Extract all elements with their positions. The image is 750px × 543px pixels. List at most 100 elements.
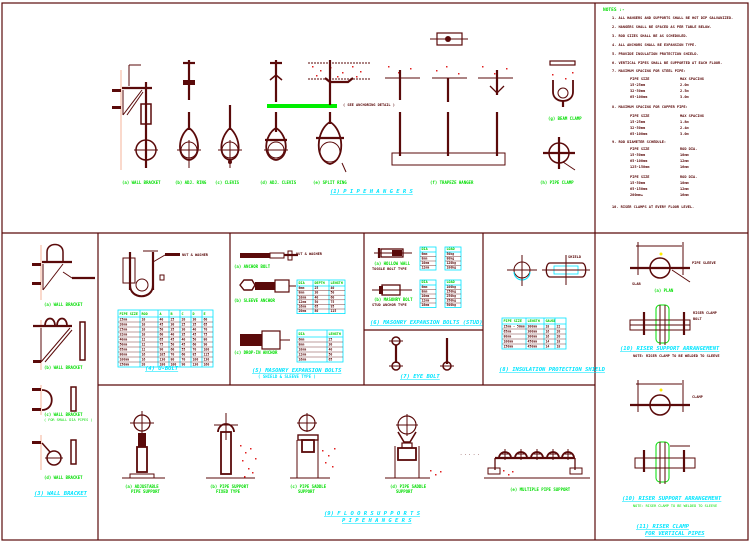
- svg-text:65-100mm: 65-100mm: [630, 159, 648, 163]
- hanger-trapeze: [385, 32, 513, 166]
- table-cell: 12: [142, 348, 146, 352]
- table-header-cell: D: [193, 312, 195, 316]
- svg-text:65-150mm: 65-150mm: [630, 187, 648, 191]
- table-cell: 32mm: [120, 333, 128, 337]
- eye-bolt-section: (7) EYE BOLT: [389, 336, 454, 380]
- rod-table: PIPE SIZE ROD DIA. 15-50mm 10mm 65-150mm…: [630, 175, 697, 197]
- table-cell: 25: [171, 318, 175, 322]
- table-cell: 60: [204, 318, 208, 322]
- riser-section: PIPE SLEEVE SLAB (a) PLAN RISER CLAMP BO…: [620, 242, 722, 537]
- table-cell: 10: [142, 333, 146, 337]
- detail-sublabel: PIPE SUPPORT: [131, 489, 160, 494]
- table-header-cell: DIA: [422, 280, 428, 284]
- table-cell: 30: [182, 328, 186, 332]
- table-cell: 150mm: [504, 345, 514, 349]
- table-cell: 90: [182, 363, 186, 367]
- table-cell: 150mm: [120, 363, 130, 367]
- hanger-beam-clamp: [549, 60, 576, 107]
- table-cell: 30: [315, 291, 319, 295]
- detail-label: (b) ADJ. RING: [175, 180, 207, 185]
- svg-text:15-25mm: 15-25mm: [630, 120, 646, 124]
- table-cell: 40: [182, 338, 186, 342]
- table-cell: 40: [331, 286, 335, 290]
- detail-label: (d) WALL BRACKET: [44, 475, 83, 480]
- note-item: 5. PROVIDE INSULATION PROTECTION SHIELD.: [612, 52, 699, 56]
- table-cell: 60: [182, 353, 186, 357]
- table-cell: 10mm: [422, 294, 430, 298]
- table-cell: 20: [557, 330, 561, 334]
- svg-text:ROD DIA.: ROD DIA.: [680, 175, 697, 179]
- table-cell: 20: [182, 318, 186, 322]
- sleeve-anchor-b: [239, 279, 296, 293]
- detail-label: (g) BEAM CLAMP: [548, 116, 582, 121]
- floor-support-a: [122, 411, 165, 479]
- riser-label: PIPE SLEEVE: [692, 261, 716, 265]
- table-cell: 40: [160, 318, 164, 322]
- svg-text:200mm+: 200mm+: [630, 193, 644, 197]
- table-cell: 6mm: [422, 285, 428, 289]
- table-cell: 18: [557, 345, 561, 349]
- table-border: [296, 279, 346, 314]
- table-cell: 80mm: [504, 335, 512, 339]
- hanger-clevis: [218, 105, 242, 168]
- riser-elevation-bottom: [634, 441, 696, 484]
- table-cell: 100mm: [504, 340, 514, 344]
- detail-sublabel: SUPPORT: [396, 489, 413, 494]
- note-item: 9. ROD DIAMETER SCHEDULE:: [612, 140, 666, 144]
- detail-label: (d) PIPE SADDLE: [390, 484, 427, 489]
- table-cell: 50: [193, 338, 197, 342]
- table-cell: 60: [331, 295, 335, 299]
- table-border: [501, 317, 567, 350]
- shield-drawing: [507, 255, 590, 286]
- detail-label: (c) PIPE SADDLE: [290, 484, 327, 489]
- table-header-cell: PIPE SIZE: [120, 312, 138, 316]
- detail-label: (b) PIPE SUPPORT: [210, 484, 249, 489]
- note-item: 4. ALL ANCHORS SHALL BE EXPANSION TYPE.: [612, 43, 696, 47]
- hollow-wall-anchor: [374, 248, 412, 258]
- table-cell: 80: [315, 309, 319, 313]
- riser-plan-bottom: [630, 380, 690, 416]
- note-item: 8. MAXIMUM SPACING FOR COPPER PIPE:: [612, 105, 688, 109]
- floor-supports-section: (a) ADJUSTABLE PIPE SUPPORT (b) PIPE SUP…: [122, 411, 590, 524]
- table-header-cell: LOAD: [447, 280, 455, 284]
- table-cell: 50: [331, 291, 335, 295]
- table-cell: 10mm: [299, 348, 307, 352]
- svg-text:PIPE SIZE: PIPE SIZE: [630, 77, 649, 81]
- table-cell: 100mm: [120, 358, 130, 362]
- table-cell: 16: [546, 335, 550, 339]
- table-border: [419, 279, 437, 308]
- svg-text:32-50mm: 32-50mm: [630, 126, 646, 130]
- rod-table: PIPE SIZE ROD DIA. 15-50mm 10mm 65-100mm…: [630, 147, 697, 169]
- u-bolt-label: NUT & WASHER: [182, 253, 209, 257]
- table-border: [117, 309, 214, 368]
- shield-label: SHIELD: [568, 255, 581, 259]
- wall-bracket-d: [32, 435, 77, 470]
- table-cell: 50: [160, 328, 164, 332]
- floor-support-e: [484, 449, 590, 479]
- table-cell: 60: [171, 348, 175, 352]
- svg-text:ROD DIA.: ROD DIA.: [680, 147, 697, 151]
- wall-bracket-a: [32, 243, 95, 300]
- table-cell: 40: [171, 333, 175, 337]
- riser-note: NOTE: RISER CLAMP TO BE WELDED TO SLEEVE: [633, 504, 717, 508]
- svg-text:15-25mm: 15-25mm: [630, 83, 646, 87]
- table-cell: 35: [182, 333, 186, 337]
- section-title-floor-supports: (9) F L O O R S U P P O R T S: [324, 511, 421, 517]
- section-title-masonry-bolts: (6) MASONRY EXPANSION BOLTS (STUD): [370, 320, 483, 326]
- detail-label: (a) WALL BRACKET: [44, 302, 83, 307]
- detail-sublabel: TOGGLE BOLT TYPE: [372, 267, 407, 271]
- svg-text:32-50mm: 32-50mm: [630, 89, 646, 93]
- table-cell: 25: [329, 338, 333, 342]
- table-cell: 65: [329, 358, 333, 362]
- table-cell: 18: [557, 340, 561, 344]
- svg-text:PIPE SIZE: PIPE SIZE: [630, 114, 649, 118]
- masonry-bolt-b: [372, 284, 412, 296]
- table-cell: 25: [315, 286, 319, 290]
- section-subtitle-riser-clamp: FOR VERTICAL PIPES: [645, 531, 705, 537]
- table-cell: 14: [546, 345, 550, 349]
- table-cell: 45: [193, 333, 197, 337]
